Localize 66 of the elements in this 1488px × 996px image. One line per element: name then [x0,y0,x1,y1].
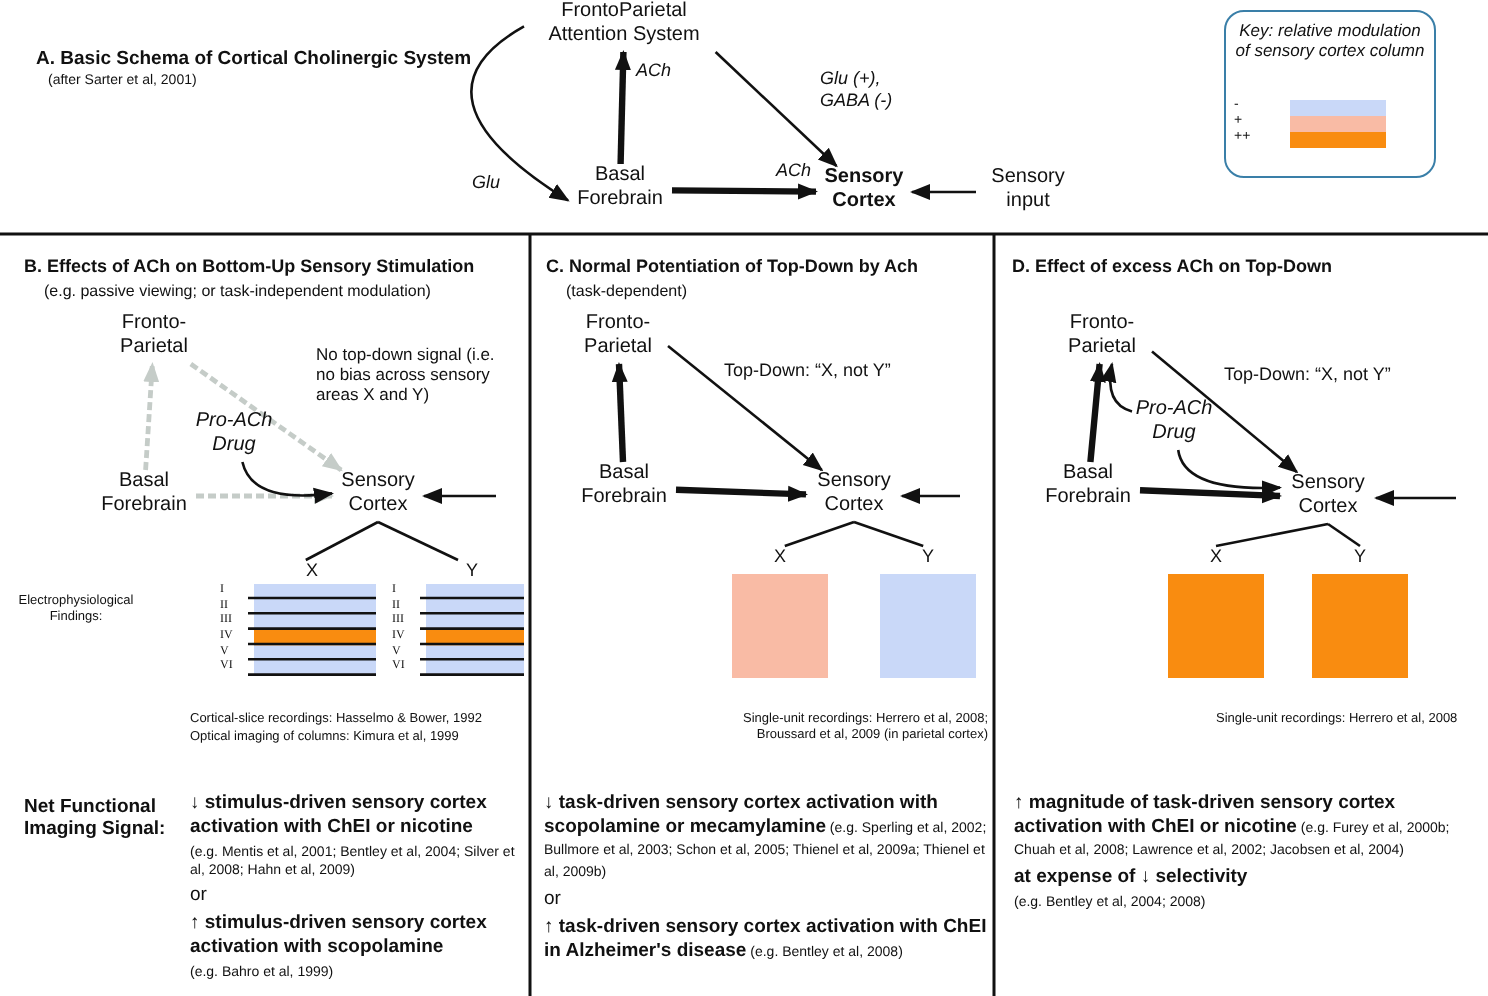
region-label: Sensory Cortex [806,470,902,522]
arrow [1176,449,1282,497]
region-label: Sensory input [976,166,1080,218]
arrow [1087,362,1106,463]
region-label: Basal Forebrain [572,462,676,514]
region-label: Basal Forebrain [1036,462,1140,514]
edge-label: Top-Down: “X, not Y” [1224,364,1391,386]
connector-line [1215,522,1329,548]
annotation-text: Key: relative modulation of sensory cortex column [1233,20,1427,61]
annotation-text: (task-dependent) [566,282,689,302]
region-label: Fronto-Parietal [1052,312,1152,364]
annotation-text: (e.g. passive viewing; or task-independent modulation) [44,282,433,302]
edge-label: ACh [636,60,672,82]
arrow [910,184,976,200]
arrow [1139,487,1282,504]
panel-heading: D. Effect of excess ACh on Top-Down [1012,256,1335,278]
region-label: Fronto-Parietal [104,312,204,364]
arrow [1374,490,1456,506]
panel-heading: A. Basic Schema of Cortical Cholinergic System [36,48,474,71]
panel-heading: C. Normal Potentiation of Top-Down by Ach [546,256,920,278]
column-label: Y [1351,546,1368,566]
connector-line [377,520,459,562]
column-label: Y [463,560,480,580]
region-label: Pro-ACh Drug [192,410,276,462]
column-label: Y [919,546,936,566]
panel-heading: B. Effects of ACh on Bottom-Up Sensory Stimulation [24,256,477,278]
dashed-arrow [189,362,343,472]
region-label: FrontoParietal Attention System [524,0,724,52]
arrow [422,488,496,504]
connector-line [305,520,379,562]
dashed-arrow [196,488,334,504]
column-label: X [771,546,788,566]
arrow [1101,362,1133,413]
region-label: Basal Forebrain [568,164,672,216]
column-label: X [303,560,320,580]
arrow [714,51,838,168]
connector-line [1327,522,1361,548]
annotation-text: No top-down signal (i.e. no bias across sensory areas X and Y) [316,344,497,406]
arrow [241,461,334,504]
finding-text: ↑ stimulus-driven sensory cortex activation with scopolamine [190,912,489,960]
arrow [671,183,818,200]
connector-line [853,520,924,548]
arrow [667,345,824,472]
dashed-arrow [143,362,160,471]
region-label: Sensory Cortex [332,470,424,522]
edge-label: ACh [776,160,812,182]
edge-label: Glu [472,172,501,194]
region-label: Sensory Cortex [1280,472,1376,524]
arrow [470,25,570,202]
region-label: Fronto-Parietal [568,312,668,364]
region-label: Basal Forebrain [92,470,196,522]
connector-line [784,520,855,548]
arrow [1151,350,1299,474]
edge-label: Top-Down: “X, not Y” [724,360,891,382]
region-label: Pro-ACh Drug [1132,398,1216,450]
arrow [611,362,628,463]
arrow [614,50,631,165]
finding-text: at expense of ↓ selectivity [1014,866,1250,890]
arrow [900,488,960,504]
arrow [675,485,808,502]
panel-heading: Net Functional Imaging Signal: [24,796,168,842]
region-label: Sensory Cortex [816,166,912,218]
finding-text: or [190,884,209,908]
finding-text: or [544,888,563,912]
column-label: X [1207,546,1224,566]
finding-text: ↓ stimulus-driven sensory cortex activation with ChEI or nicotine [190,792,489,840]
